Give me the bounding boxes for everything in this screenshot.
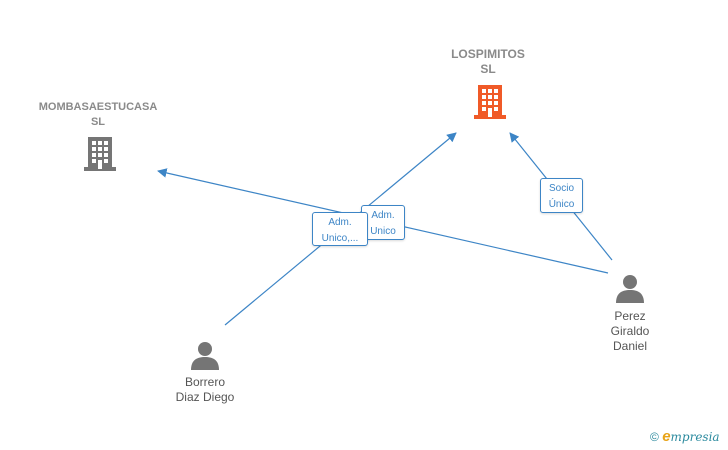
- person-name-line3: Daniel: [612, 339, 648, 353]
- edge-label-line1: Socio: [548, 183, 574, 194]
- edge-label-adm-unico-truncated[interactable]: Adm. Unico,...: [312, 212, 368, 246]
- person-name-borrero[interactable]: Borrero Diaz Diego: [150, 375, 260, 405]
- company-name-line1: LOSPIMITOS: [451, 47, 525, 61]
- company-name-line2: SL: [90, 116, 106, 128]
- edge-label-line2: Unico: [370, 226, 396, 237]
- person-icon[interactable]: [190, 340, 220, 370]
- person-name-line2: Giraldo: [610, 324, 650, 338]
- edge-label-line1: Adm.: [371, 210, 395, 221]
- person-name-perez[interactable]: Perez Giraldo Daniel: [592, 309, 668, 354]
- edge-label-socio-unico[interactable]: Socio Único: [540, 178, 583, 213]
- copyright-symbol: ©: [650, 430, 659, 444]
- empresia-watermark: © empresia: [650, 428, 720, 445]
- edge-label-line2: Unico,...: [321, 233, 359, 244]
- company-name-lospimitos[interactable]: LOSPIMITOS SL: [430, 47, 546, 77]
- edge-label-line2: Único: [548, 199, 575, 210]
- person-name-line1: Perez: [614, 309, 646, 323]
- person-name-line2: Diaz Diego: [175, 390, 235, 404]
- edge-label-line1: Adm.: [328, 217, 352, 228]
- company-name-line2: SL: [480, 62, 496, 76]
- company-name-mombasaestucasa[interactable]: MOMBASAESTUCASA SL: [30, 100, 166, 130]
- empresia-brand-text: mpresia: [670, 430, 720, 444]
- person-icon[interactable]: [615, 273, 645, 303]
- building-icon[interactable]: [474, 83, 506, 119]
- empresia-logo-e: e: [662, 428, 671, 445]
- building-icon[interactable]: [84, 135, 116, 171]
- company-name-line1: MOMBASAESTUCASA: [38, 101, 158, 113]
- person-name-line1: Borrero: [184, 375, 225, 389]
